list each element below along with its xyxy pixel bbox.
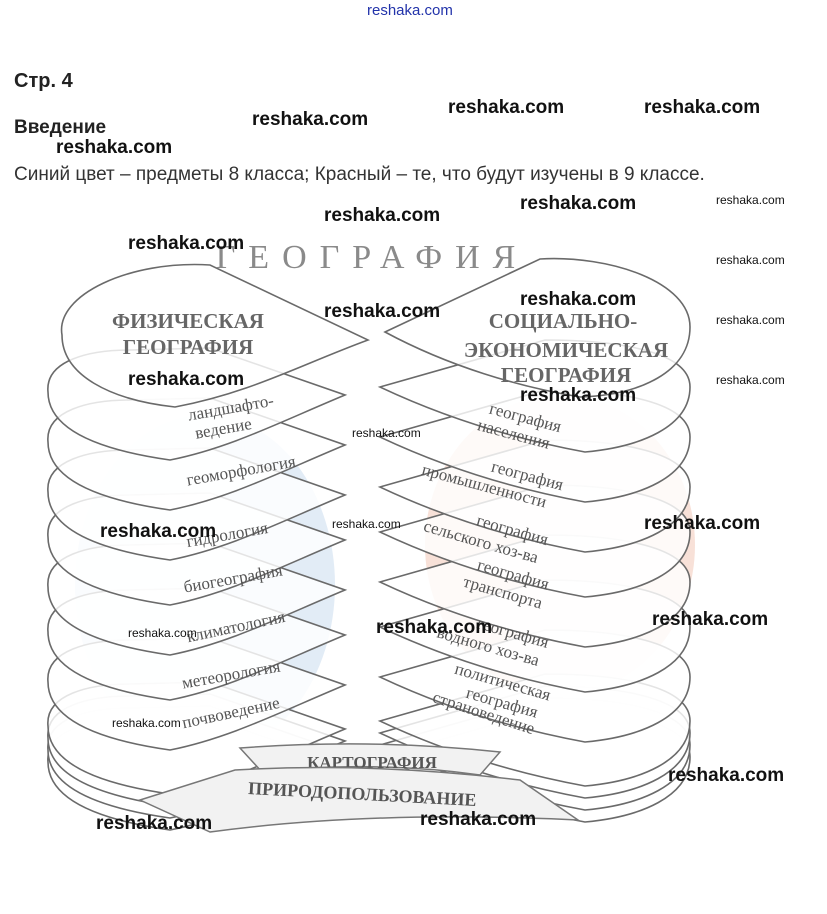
- watermark: reshaka.com: [644, 97, 761, 118]
- watermark: reshaka.com: [376, 617, 493, 638]
- watermark: reshaka.com: [520, 289, 637, 310]
- page-number: Стр. 4: [14, 70, 73, 92]
- watermark: reshaka.com: [324, 301, 441, 322]
- watermark: reshaka.com: [332, 517, 401, 531]
- right-head-line: ГЕОГРАФИЯ: [501, 363, 632, 387]
- left-head: ФИЗИЧЕСКАЯ ГЕОГРАФИЯ: [112, 309, 264, 359]
- diagram-title: ГЕОГРАФИЯ: [216, 239, 529, 276]
- watermark: reshaka.com: [520, 385, 637, 406]
- left-head-line: ГЕОГРАФИЯ: [123, 335, 254, 359]
- watermark: reshaka.com: [520, 193, 637, 214]
- description: Синий цвет – предметы 8 класса; Красный …: [14, 164, 705, 185]
- watermark: reshaka.com: [716, 313, 785, 327]
- watermark: reshaka.com: [420, 809, 537, 830]
- right-head-line: ЭКОНОМИЧЕСКАЯ: [464, 338, 668, 362]
- watermark: reshaka.com: [96, 813, 213, 834]
- watermark: reshaka.com: [652, 609, 769, 630]
- watermark: reshaka.com: [716, 193, 785, 207]
- site-link[interactable]: reshaka.com: [367, 2, 453, 19]
- nature-use-band: [137, 766, 581, 833]
- watermark: reshaka.com: [128, 233, 245, 254]
- left-head-line: ФИЗИЧЕСКАЯ: [112, 309, 264, 333]
- right-head-line: СОЦИАЛЬНО-: [489, 309, 638, 333]
- left-layer: [60, 263, 371, 408]
- watermark: reshaka.com: [352, 426, 421, 440]
- watermark: reshaka.com: [112, 716, 181, 730]
- right-head: СОЦИАЛЬНО- ЭКОНОМИЧЕСКАЯ ГЕОГРАФИЯ: [464, 309, 668, 387]
- right-layer: [383, 257, 691, 398]
- watermark: reshaka.com: [128, 369, 245, 390]
- watermark: reshaka.com: [716, 373, 785, 387]
- diagram-layers: [47, 257, 691, 831]
- watermark: reshaka.com: [448, 97, 565, 118]
- section-heading: Введение: [14, 117, 107, 138]
- watermark: reshaka.com: [324, 205, 441, 226]
- watermark: reshaka.com: [644, 513, 761, 534]
- watermark: reshaka.com: [128, 626, 197, 640]
- watermark: reshaka.com: [56, 137, 173, 158]
- watermark: reshaka.com: [100, 521, 217, 542]
- watermark: reshaka.com: [252, 109, 369, 130]
- watermark: reshaka.com: [716, 253, 785, 267]
- watermark: reshaka.com: [668, 765, 785, 786]
